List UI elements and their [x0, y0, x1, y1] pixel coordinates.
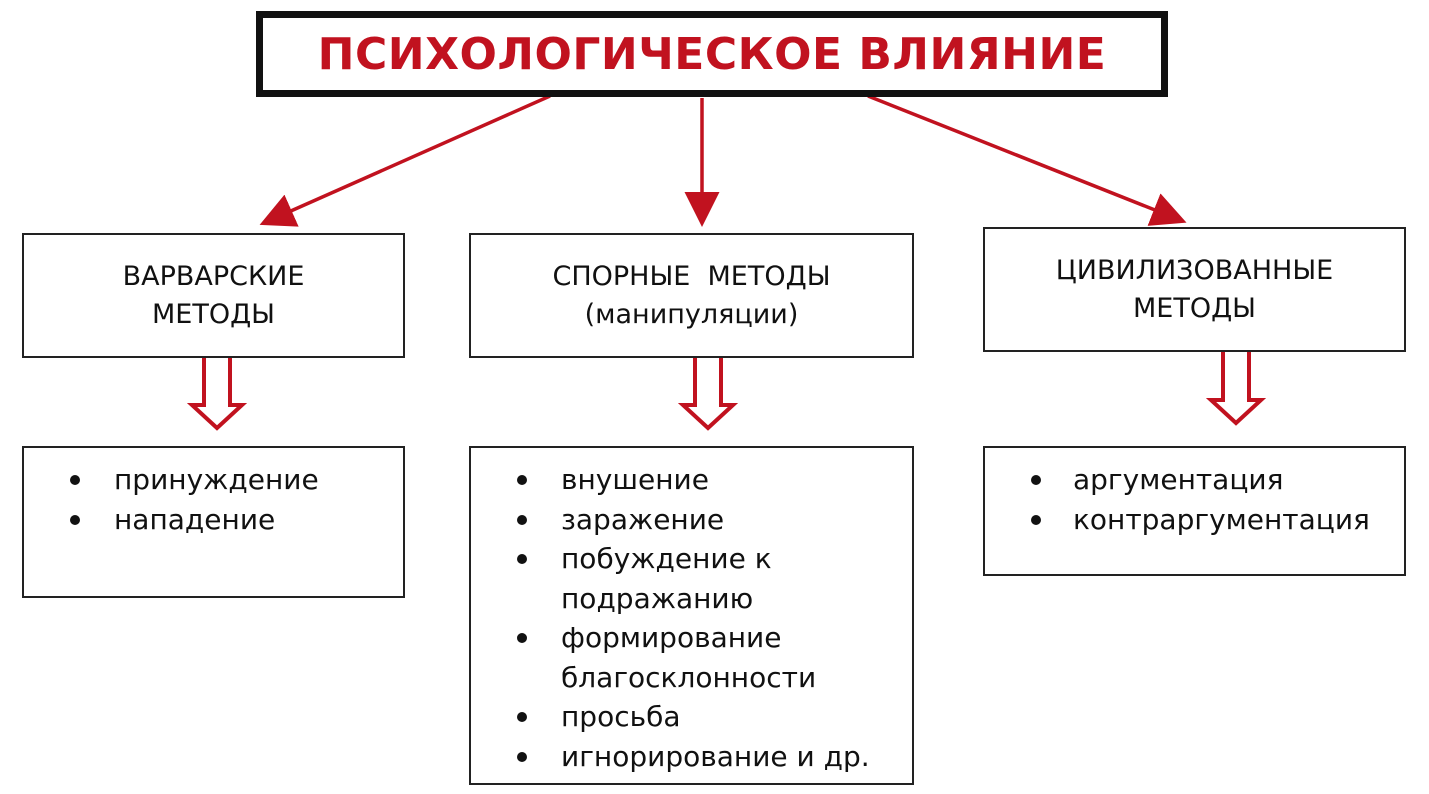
- block-arrow-barbaric-icon: [186, 353, 248, 431]
- diagram-title: ПСИХОЛОГИЧЕСКОЕ ВЛИЯНИЕ: [317, 28, 1107, 80]
- list-item: игнорирование и др.: [471, 737, 912, 777]
- bullet-icon: [517, 712, 527, 722]
- category-title-line: (манипуляции): [584, 298, 799, 330]
- bullet-icon: [1031, 475, 1041, 485]
- category-title-line: СПОРНЫЕ МЕТОДЫ: [552, 260, 831, 292]
- arrow-to-barbaric: [259, 94, 551, 227]
- bullet-icon: [70, 514, 80, 525]
- bullet-icon: [517, 475, 527, 485]
- list-item: принуждение: [24, 460, 403, 500]
- list-item: просьба: [471, 697, 912, 737]
- category-box-civilized: ЦИВИЛИЗОВАННЫЕ МЕТОДЫ: [983, 227, 1406, 352]
- bullet-icon: [517, 633, 527, 643]
- category-title-line: МЕТОДЫ: [151, 298, 276, 330]
- bullet-list: аргументация контраргументация: [985, 460, 1404, 539]
- methods-list-barbaric: принуждение нападение: [22, 446, 405, 598]
- block-arrow-disputed-icon: [677, 353, 739, 431]
- list-item: побуждение к подражанию: [471, 539, 912, 618]
- block-arrow-civilized-icon: [1205, 348, 1267, 426]
- bullet-list: принуждение нападение: [24, 460, 403, 539]
- category-box-disputed: СПОРНЫЕ МЕТОДЫ (манипуляции): [469, 233, 914, 358]
- list-item: внушение: [471, 460, 912, 500]
- methods-list-disputed: внушение заражение побуждение к подражан…: [469, 446, 914, 785]
- bullet-icon: [517, 554, 527, 564]
- bullet-icon: [70, 475, 80, 485]
- bullet-icon: [1031, 514, 1041, 525]
- title-box: ПСИХОЛОГИЧЕСКОЕ ВЛИЯНИЕ: [256, 11, 1168, 97]
- list-item: заражение: [471, 500, 912, 540]
- bullet-icon: [517, 751, 527, 762]
- list-item: аргументация: [985, 460, 1404, 500]
- category-title-line: ЦИВИЛИЗОВАННЫЕ: [1055, 254, 1334, 286]
- category-box-barbaric: ВАРВАРСКИЕ МЕТОДЫ: [22, 233, 405, 358]
- category-title-line: ВАРВАРСКИЕ: [122, 260, 305, 292]
- methods-list-civilized: аргументация контраргументация: [983, 446, 1406, 576]
- list-item: контраргументация: [985, 500, 1404, 540]
- list-item: нападение: [24, 500, 403, 540]
- list-item: формирование благосклонности: [471, 618, 912, 697]
- arrow-to-civilized: [867, 94, 1187, 226]
- category-title-line: МЕТОДЫ: [1132, 292, 1257, 324]
- bullet-list: внушение заражение побуждение к подражан…: [471, 460, 912, 776]
- bullet-icon: [517, 514, 527, 525]
